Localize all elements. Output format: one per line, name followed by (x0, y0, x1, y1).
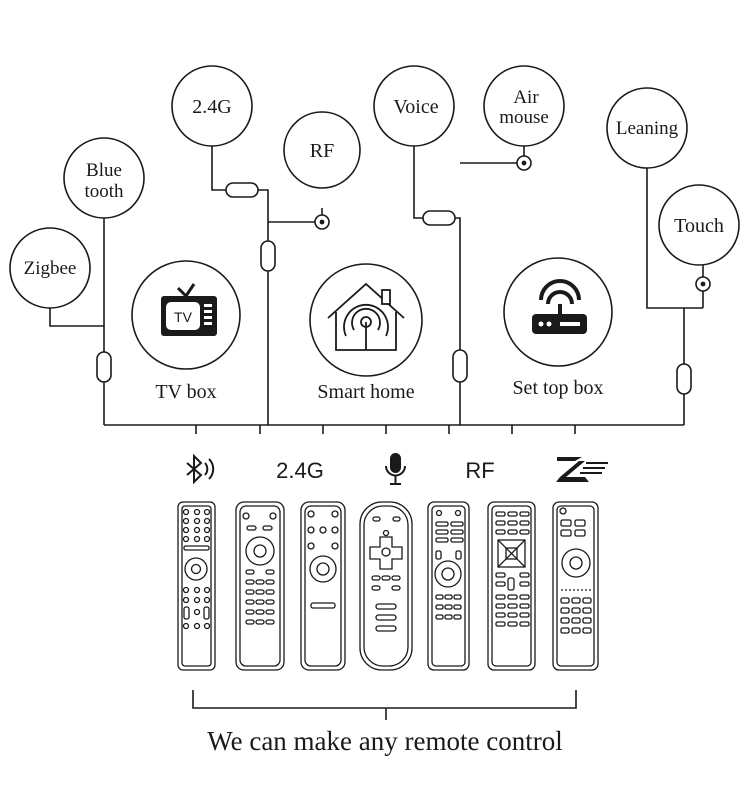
connectivity-label-rf: RF (465, 458, 494, 483)
bluetooth-icon (186, 453, 215, 485)
feature-label-bluetooth-line1: Blue (86, 160, 122, 181)
device-tv-box: TV TV box (131, 260, 241, 403)
router-icon (532, 279, 587, 334)
remote-7 (552, 501, 599, 671)
feature-bubble-bluetooth: Blue tooth (63, 137, 145, 219)
feature-label-leaning: Leaning (616, 118, 679, 139)
remote-3 (300, 501, 346, 671)
feature-bubble-rf: RF (283, 111, 361, 189)
feature-label-2-4g: 2.4G (192, 96, 231, 118)
tv-icon: TV (161, 283, 217, 336)
smart-home-icon (327, 282, 405, 351)
remote-6 (487, 501, 536, 671)
device-label-smart-home: Smart home (317, 381, 414, 403)
microphone-icon (385, 453, 406, 485)
feature-label-zigbee: Zigbee (24, 258, 77, 279)
device-label-tv-box: TV box (155, 381, 216, 403)
feature-bubble-zigbee: Zigbee (9, 227, 91, 309)
feature-bubble-air-mouse: Air mouse (483, 65, 565, 147)
connectivity-row: 2.4G RF (186, 453, 608, 485)
feature-bubble-voice: Voice (373, 65, 455, 147)
feature-label-voice: Voice (393, 96, 438, 118)
feature-label-air-mouse-line1: Air (513, 87, 539, 108)
feature-label-bluetooth-line2: tooth (84, 181, 124, 202)
feature-label-rf: RF (310, 140, 334, 162)
speed-z-icon (556, 457, 608, 482)
feature-bubble-2-4g: 2.4G (171, 65, 253, 147)
feature-bubble-touch: Touch (658, 184, 740, 266)
remote-2 (235, 501, 285, 671)
connector-dots (314, 155, 711, 292)
remote-4 (359, 501, 413, 671)
connectivity-label-2-4g: 2.4G (276, 458, 324, 483)
tv-icon-text: TV (174, 309, 193, 325)
line-capsules (96, 182, 692, 395)
device-smart-home: Smart home (309, 263, 423, 403)
feature-label-air-mouse-line2: mouse (499, 107, 549, 128)
bottom-bracket (192, 690, 577, 720)
device-label-set-top-box: Set top box (512, 377, 603, 399)
feature-bubble-leaning: Leaning (606, 87, 688, 169)
remote-lineup (177, 501, 599, 671)
remote-1 (177, 501, 216, 671)
device-set-top-box: Set top box (503, 257, 613, 399)
feature-label-touch: Touch (674, 215, 724, 237)
remote-5 (427, 501, 470, 671)
footer-tagline: We can make any remote control (207, 726, 562, 756)
